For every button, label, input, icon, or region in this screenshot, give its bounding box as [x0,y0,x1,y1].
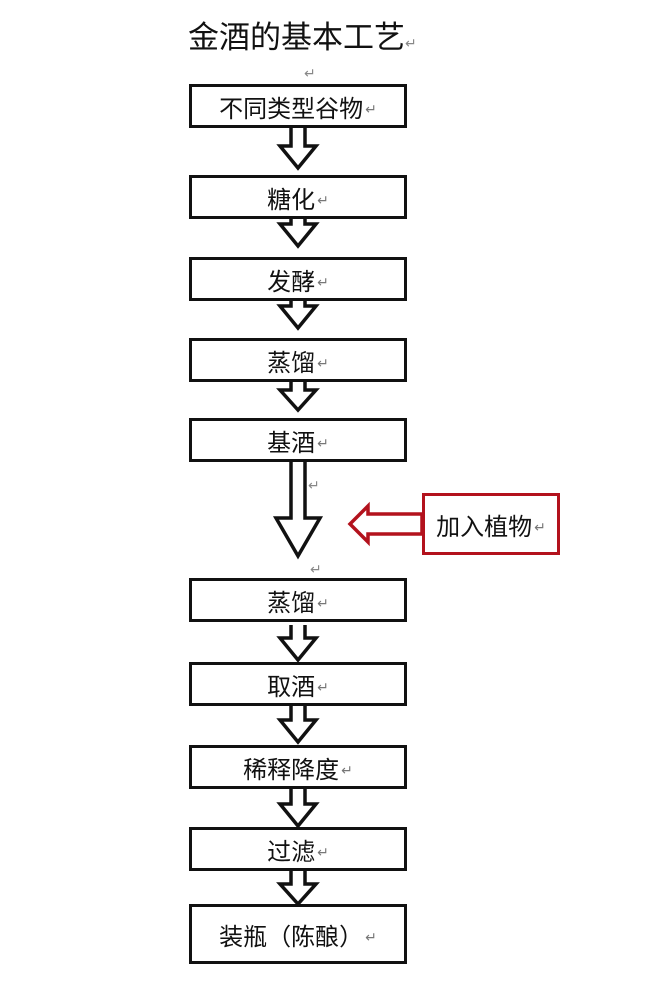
arrow-step5-to-step6-long [272,461,324,560]
paragraph-mark-icon: ↵ [341,763,353,779]
paragraph-mark-icon: ↵ [365,102,377,118]
paragraph-mark-icon: ↵ [317,596,329,612]
paragraph-mark-icon: ↵ [308,478,320,494]
step-label: 取酒 [267,672,316,701]
step-label: 稀释降度 [243,755,340,784]
paragraph-mark-icon: ↵ [534,520,546,536]
step-label: 不同类型谷物 [219,94,364,123]
side-input-arrow [347,501,424,547]
step-box-10: 装瓶（陈酿）↵ [189,904,407,964]
step-label: 蒸馏 [267,348,316,377]
paragraph-mark-icon: ↵ [304,66,316,82]
diagram-title: 金酒的基本工艺↵ [188,18,417,64]
step-box-2: 糖化↵ [189,175,407,219]
step-box-9: 过滤↵ [189,827,407,871]
paragraph-mark-icon: ↵ [317,680,329,696]
paragraph-mark-icon: ↵ [317,275,329,291]
step-label: 蒸馏 [267,588,316,617]
step-label: 装瓶（陈酿） [219,922,364,951]
diagram-title-text: 金酒的基本工艺 [188,20,405,56]
step-box-5: 基酒↵ [189,418,407,462]
arrow-step9-to-step10 [276,871,320,907]
paragraph-mark-icon: ↵ [317,845,329,861]
step-box-6: 蒸馏↵ [189,578,407,622]
paragraph-mark-icon: ↵ [317,436,329,452]
arrow-step3-to-step4 [276,295,320,331]
paragraph-mark-icon: ↵ [310,562,322,578]
paragraph-mark-icon: ↵ [317,356,329,372]
side-input-box: 加入植物↵ [422,493,560,555]
step-box-8: 稀释降度↵ [189,745,407,789]
arrow-step6-to-step7 [276,625,320,663]
step-box-4: 蒸馏↵ [189,338,407,382]
step-box-3: 发酵↵ [189,257,407,301]
arrow-step8-to-step9 [276,789,320,829]
step-label: 过滤 [267,837,316,866]
arrow-step1-to-step2 [276,128,320,171]
paragraph-mark-icon: ↵ [405,36,417,52]
step-label: 发酵 [267,267,316,296]
paragraph-mark-icon: ↵ [317,193,329,209]
step-label: 基酒 [267,428,316,457]
arrow-step4-to-step5 [276,377,320,413]
arrow-step2-to-step3 [276,211,320,249]
step-label: 糖化 [267,185,316,214]
paragraph-mark-icon: ↵ [365,930,377,946]
step-box-7: 取酒↵ [189,662,407,706]
side-input-label: 加入植物 [436,512,533,541]
step-box-1: 不同类型谷物↵ [189,84,407,128]
arrow-step7-to-step8 [276,705,320,745]
